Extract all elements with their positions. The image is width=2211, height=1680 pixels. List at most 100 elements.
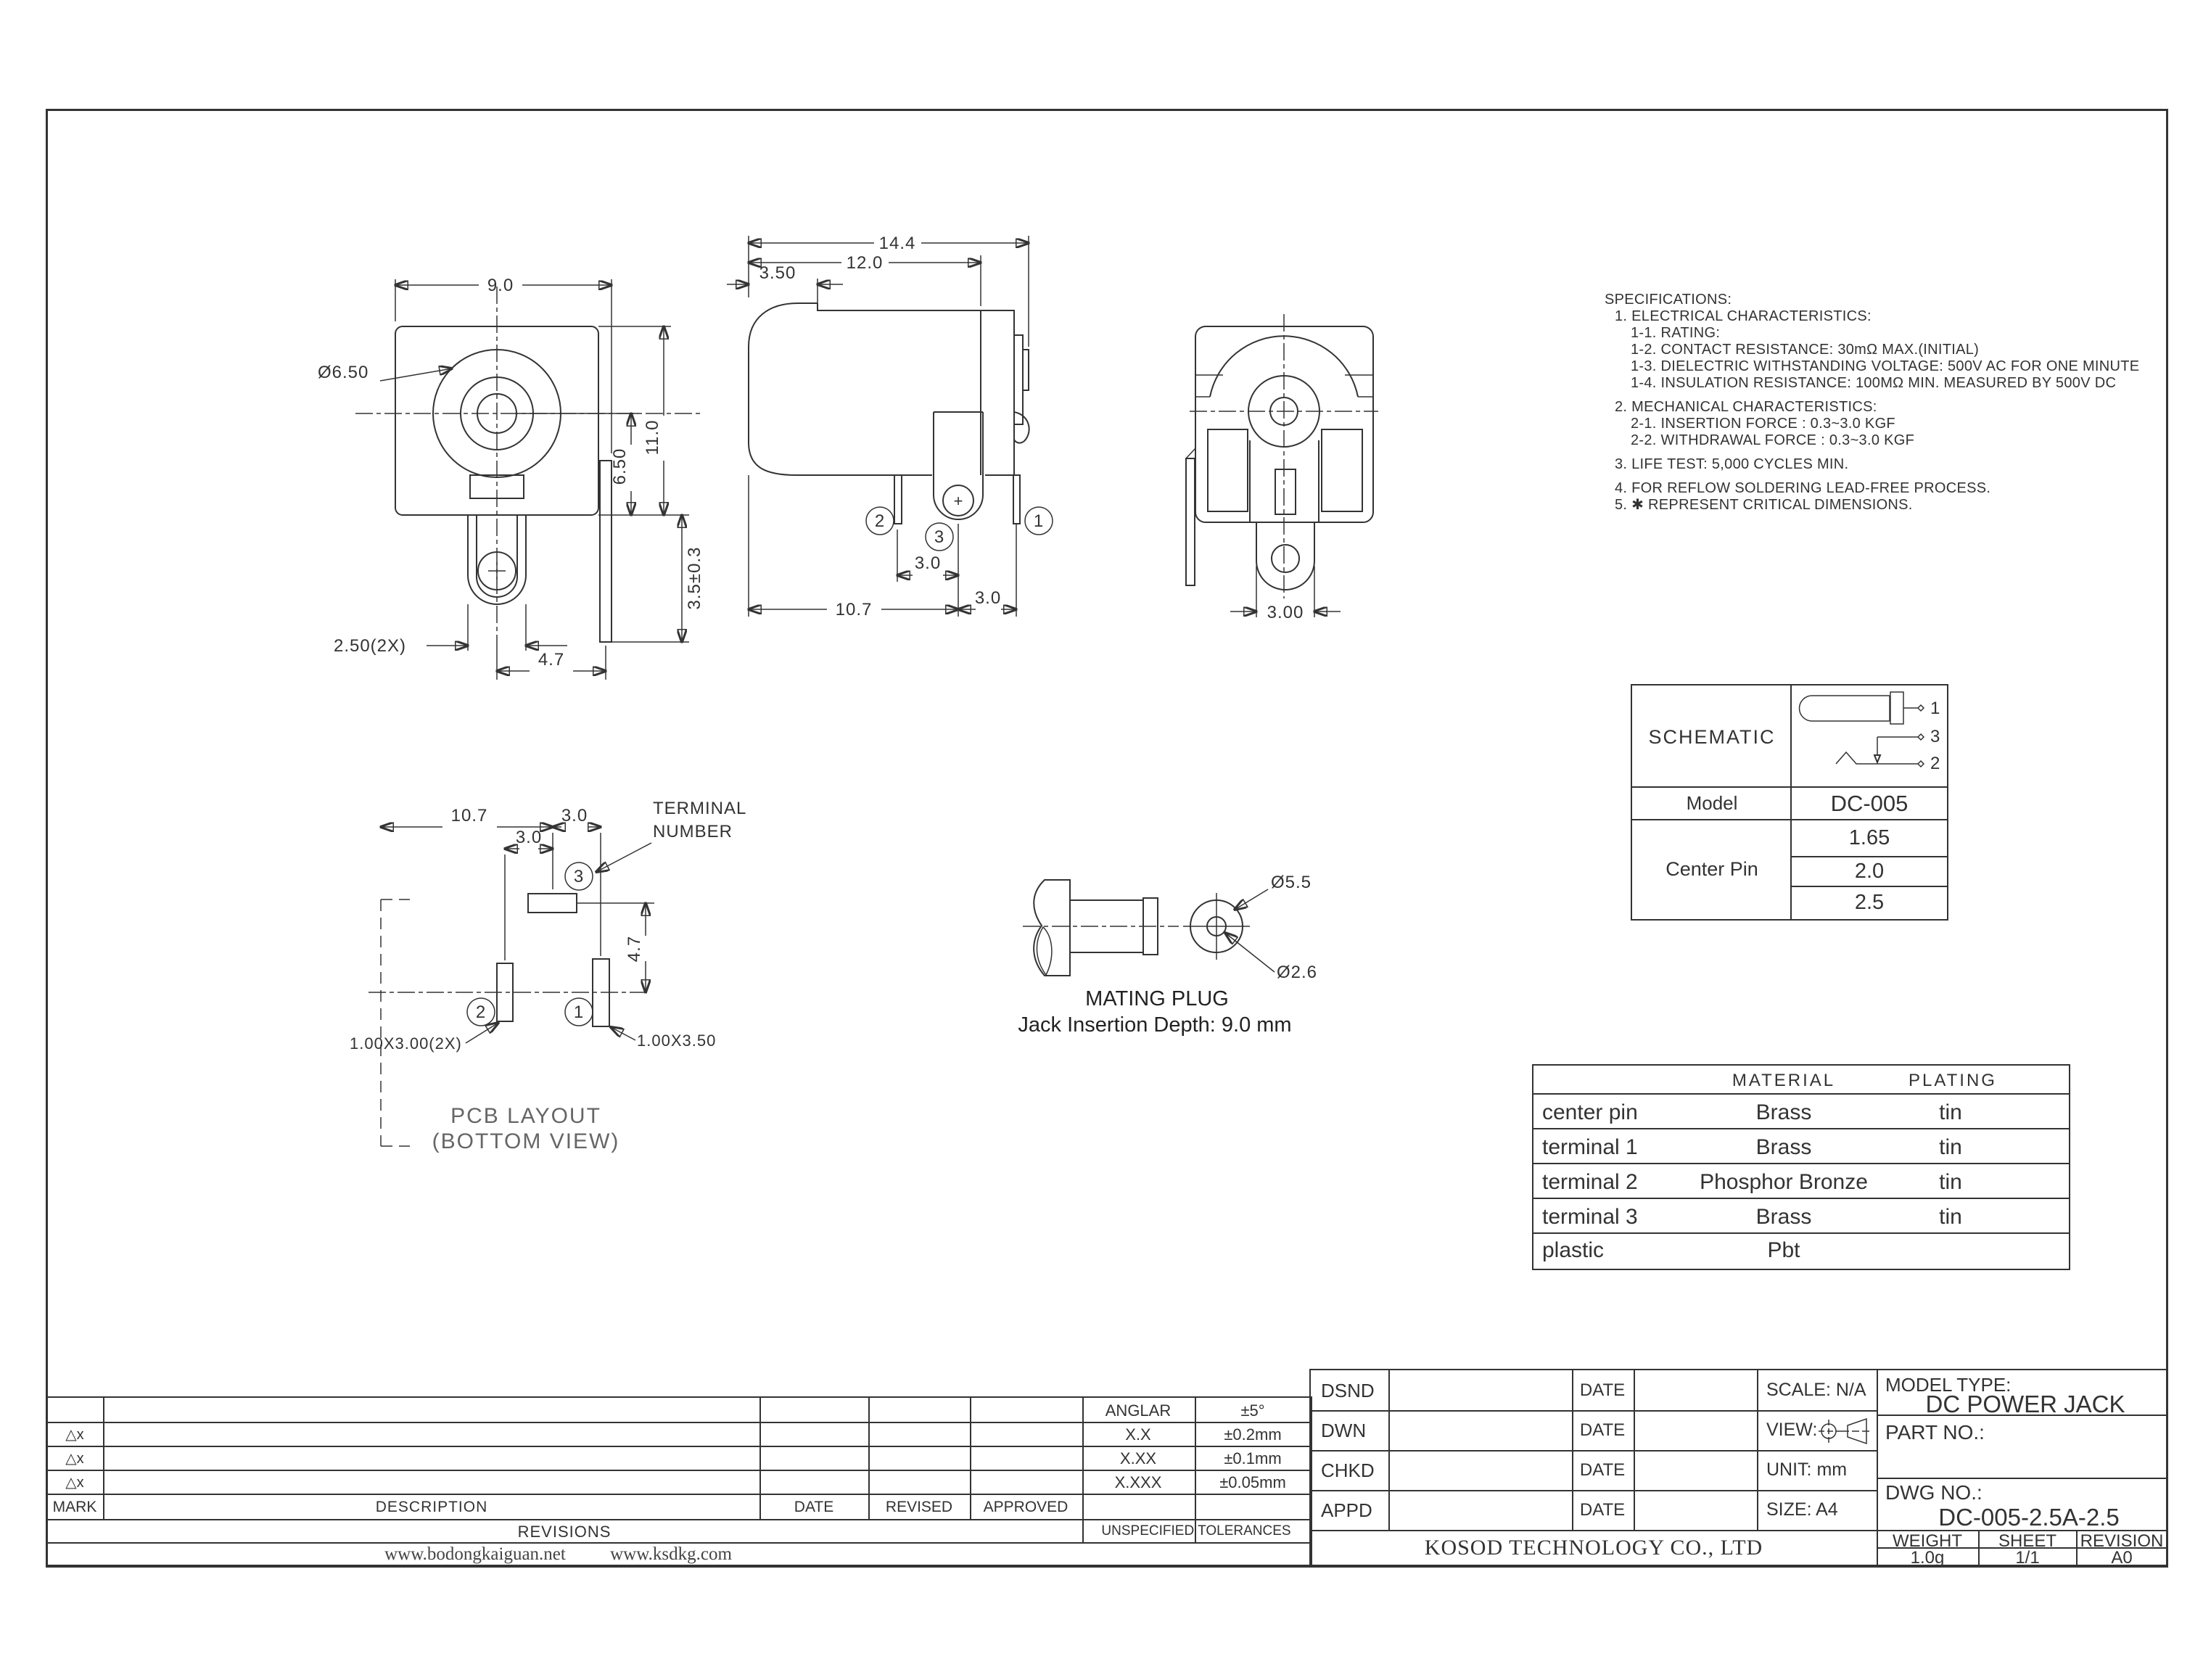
sheet-border (46, 109, 2168, 1568)
sheet-value: 1/1 (2015, 1548, 2040, 1568)
dwn-label: DWN (1321, 1420, 1367, 1441)
material-row-plating: tin (1939, 1135, 1962, 1159)
terminal-1-label: 1 (1034, 511, 1044, 531)
size-label: SIZE: A4 (1766, 1499, 1838, 1520)
dwg-no-label: DWG NO.: (1885, 1481, 1983, 1504)
weight-header: WEIGHT (1893, 1531, 1962, 1551)
schematic-pin-3: 3 (1930, 727, 1940, 746)
approved-header: APPROVED (983, 1499, 1069, 1515)
dim-side-pin3-pin1: 3.0 (975, 588, 1001, 608)
back-view-centerlines (1190, 314, 1378, 598)
dim-side-front-offset: 3.50 (759, 263, 796, 283)
schematic-pin-1: 1 (1930, 699, 1940, 718)
spec-line: 5. ✱ REPRESENT CRITICAL DIMENSIONS. (1615, 497, 1913, 513)
pcb-terminal-3: 3 (574, 867, 584, 886)
revision-mark: △x (65, 1475, 84, 1491)
tolerance-type: X.X (1125, 1425, 1151, 1444)
plating-header: PLATING (1909, 1071, 1997, 1090)
revisions-label: REVISIONS (517, 1523, 612, 1541)
tolerance-type: X.XXX (1114, 1473, 1162, 1491)
back-view: 3.00 (1185, 314, 1378, 622)
model-label: Model (1686, 792, 1738, 814)
material-row-part: plastic (1542, 1238, 1605, 1262)
dim-side-pin2-pin3: 3.0 (915, 553, 941, 573)
back-view-dimensions: 3.00 (1230, 566, 1341, 622)
front-view-body (395, 326, 612, 643)
tolerance-value: ±0.1mm (1224, 1449, 1282, 1467)
terminal-number-callout-1: TERMINAL (653, 799, 746, 818)
back-view-body (1185, 326, 1374, 590)
dim-side-body-pin3: 10.7 (836, 600, 873, 619)
description-header: DESCRIPTION (375, 1499, 488, 1515)
company-name: KOSOD TECHNOLOGY CO., LTD (1424, 1536, 1763, 1560)
dim-back-slot: 3.00 (1267, 603, 1304, 622)
dim-front-width: 9.0 (487, 276, 514, 295)
pcb-terminal-1: 1 (574, 1002, 584, 1022)
tolerance-value: ±0.05mm (1219, 1473, 1286, 1491)
revised-header: REVISED (885, 1499, 953, 1515)
material-row-plating: tin (1939, 1205, 1962, 1229)
chkd-label: CHKD (1321, 1459, 1375, 1481)
schematic-label: SCHEMATIC (1648, 726, 1776, 748)
dsnd-label: DSND (1321, 1380, 1375, 1401)
revision-value: A0 (2111, 1548, 2133, 1568)
material-row-material: Phosphor Bronze (1700, 1170, 1868, 1194)
terminal-3-label: 3 (934, 527, 944, 547)
side-view-body: + (748, 302, 1030, 524)
tolerance-type: ANGLAR (1105, 1401, 1172, 1420)
dim-front-diameter: Ø6.50 (318, 363, 368, 382)
center-pin-label: Center Pin (1666, 858, 1758, 880)
tolerance-value: ±5° (1240, 1401, 1265, 1420)
material-row-plating: tin (1939, 1170, 1962, 1194)
dim-front-center-bottom: 6.50 (610, 448, 630, 485)
dim-front-tab: 2.50(2X) (334, 636, 406, 656)
specifications: SPECIFICATIONS: 1. ELECTRICAL CHARACTERI… (1605, 292, 2207, 514)
model-type-value: DC POWER JACK (1925, 1391, 2125, 1417)
center-pin-value: 2.0 (1854, 860, 1885, 883)
spec-line: 1-2. CONTACT RESISTANCE: 30mΩ MAX.(INITI… (1631, 342, 1980, 358)
pcb-layout-view: 3 2 1 10.7 3.0 3.0 4.7 TERMINAL NUMBER 1… (350, 799, 746, 1153)
date-header: DATE (794, 1499, 834, 1515)
spec-line: 2-2. WITHDRAWAL FORCE : 0.3~3.0 KGF (1631, 432, 1915, 448)
revisions-table: △x △x △x MARK DESCRIPTION DATE REVISED A… (46, 1396, 1312, 1566)
dim-pcb-pin2-pin3: 3.0 (516, 828, 542, 847)
spec-line: 2. MECHANICAL CHARACTERISTICS: (1615, 399, 1877, 415)
pad-large-label: 1.00X3.50 (637, 1032, 716, 1050)
front-view: 9.0 Ø6.50 6.50 11.0 2.50(2X) 4.7 3.5±0.3 (318, 276, 704, 680)
part-no-label: PART NO.: (1885, 1421, 1985, 1444)
tolerance-type: X.XX (1119, 1449, 1157, 1467)
side-view-dimensions: 14.4 12.0 3.50 3.0 10.7 3.0 (727, 234, 1029, 619)
spec-line: 3. LIFE TEST: 5,000 CYCLES MIN. (1615, 456, 1849, 472)
date-label: DATE (1579, 1500, 1626, 1520)
spec-line: 4. FOR REFLOW SOLDERING LEAD-FREE PROCES… (1615, 480, 1991, 496)
view-label: VIEW: (1766, 1420, 1818, 1440)
material-row-part: terminal 3 (1542, 1205, 1638, 1229)
schematic-pin-2: 2 (1930, 754, 1940, 773)
dim-plug-inner: Ø2.6 (1277, 963, 1317, 982)
spec-line: 1-4. INSULATION RESISTANCE: 100MΩ MIN. M… (1631, 375, 2117, 391)
unspecified-tolerances-label: UNSPECIFIED TOLERANCES (1101, 1523, 1291, 1539)
dwg-no-value: DC-005-2.5A-2.5 (1938, 1504, 2120, 1531)
dim-side-total: 14.4 (879, 234, 916, 253)
pcb-layout-title: PCB LAYOUT (450, 1104, 601, 1128)
front-view-dimensions: 9.0 Ø6.50 6.50 11.0 2.50(2X) 4.7 3.5±0.3 (318, 276, 704, 680)
dim-pcb-pin3-pin1: 3.0 (561, 806, 588, 825)
spec-line: 1-3. DIELECTRIC WITHSTANDING VOLTAGE: 50… (1631, 358, 2140, 374)
mating-plug-title: MATING PLUG (1085, 987, 1229, 1010)
dim-front-pin-offset: 4.7 (538, 650, 564, 670)
spec-line: SPECIFICATIONS: (1605, 292, 1732, 308)
dim-plug-outer: Ø5.5 (1271, 873, 1312, 892)
material-row-material: Brass (1755, 1135, 1812, 1159)
pad-small-label: 1.00X3.00(2X) (350, 1034, 462, 1053)
dim-side-body: 12.0 (847, 253, 884, 273)
date-label: DATE (1579, 1460, 1626, 1480)
projection-symbol-icon (1819, 1417, 1871, 1445)
dim-front-height: 11.0 (643, 420, 662, 456)
model-value: DC-005 (1830, 791, 1909, 816)
spec-line: 1. ELECTRICAL CHARACTERISTICS: (1615, 308, 1872, 324)
unit-label: UNIT: mm (1766, 1459, 1848, 1480)
dim-front-pin-length: 3.5±0.3 (685, 547, 704, 610)
material-row-material: Brass (1755, 1100, 1812, 1124)
side-view: + 2 3 1 14.4 12.0 3.50 3.0 10.7 3.0 (727, 234, 1053, 619)
